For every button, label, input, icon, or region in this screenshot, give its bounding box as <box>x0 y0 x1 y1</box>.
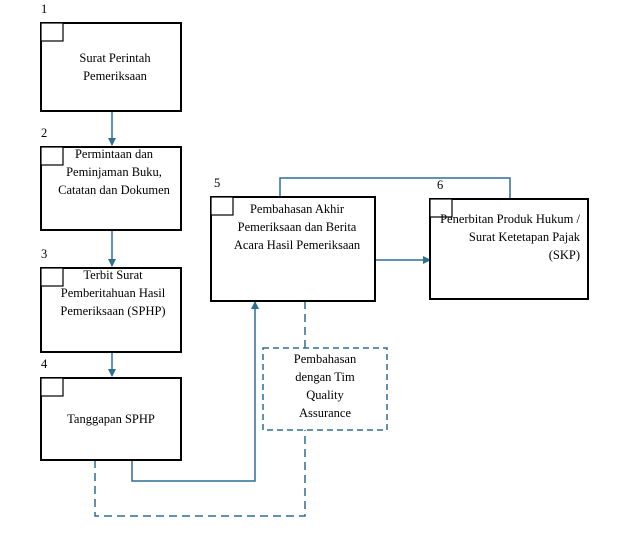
arrow-4-to-5 <box>131 301 259 482</box>
step-number-4: 4 <box>41 357 48 371</box>
step-box-5 <box>210 196 376 302</box>
connectors <box>94 111 511 517</box>
step-number-1: 1 <box>41 2 48 16</box>
qa-box-text: Pembahasan dengan Tim Quality Assurance <box>293 352 357 420</box>
step-number-3: 3 <box>41 247 48 261</box>
step-number-2: 2 <box>41 126 48 140</box>
boxes <box>40 22 589 461</box>
connector-5-6-top <box>279 177 511 199</box>
step-text-3: Terbit Surat Pemberitahuan Hasil Pemerik… <box>60 268 166 318</box>
step-number-5: 5 <box>214 176 221 190</box>
step-box-6 <box>429 198 589 300</box>
step-text-2: Permintaan dan Peminjaman Buku, Catatan … <box>58 147 170 197</box>
step-box-1 <box>40 22 182 112</box>
step-text-1: Surat Perintah Pemeriksaan <box>79 51 151 83</box>
step-text-5: Pembahasan Akhir Pemeriksaan dan Berita … <box>233 202 361 252</box>
step-box-2-tab <box>40 146 64 166</box>
step-text-6: Penerbitan Produk Hukum / Surat Ketetapa… <box>440 212 580 262</box>
step-text-4: Tanggapan SPHP <box>67 412 155 426</box>
qa-box <box>262 347 388 431</box>
dashed-4-loop <box>94 430 306 517</box>
step-number-6: 6 <box>437 178 444 192</box>
step-box-3-tab <box>40 267 64 287</box>
step-box-2 <box>40 146 182 231</box>
step-box-1-tab <box>40 22 64 42</box>
step-box-3 <box>40 267 182 353</box>
step-box-4-tab <box>40 377 64 397</box>
step-box-6-tab <box>429 198 453 218</box>
step-box-4 <box>40 377 182 461</box>
step-box-5-tab <box>210 196 234 216</box>
